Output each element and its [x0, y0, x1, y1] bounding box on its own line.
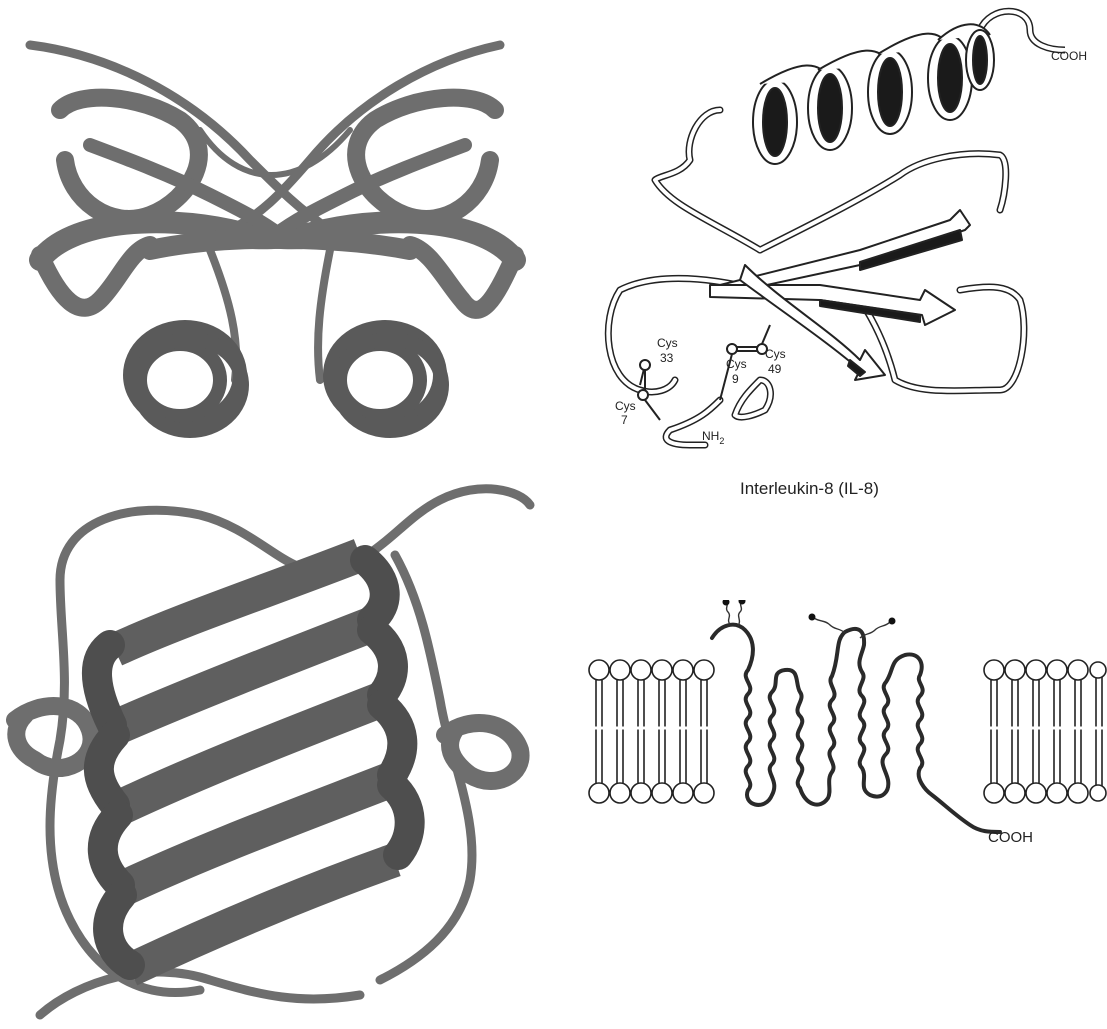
central-strand — [150, 239, 410, 250]
residue-number-label: 9 — [732, 372, 739, 386]
residue-number-label: 49 — [768, 362, 782, 376]
il8-c-terminus-label: COOH — [1051, 49, 1087, 63]
lipid-bilayer-left — [588, 660, 715, 803]
left-twist-1 — [97, 645, 112, 725]
lipid-bilayer-right — [984, 660, 1107, 803]
residue-number-label: 33 — [660, 351, 674, 365]
il8-caption: Interleukin-8 (IL-8) — [740, 479, 879, 499]
il8-n-terminus-subscript: 2 — [719, 436, 724, 446]
left-twist-2 — [99, 735, 115, 805]
glycosylation-sites — [726, 600, 890, 638]
left-twist-3 — [103, 815, 120, 885]
right-twist-4 — [392, 785, 410, 855]
cys9-atom — [727, 344, 737, 354]
right-twist-3 — [382, 705, 402, 775]
residue-name-label: Cys — [726, 357, 747, 371]
loop-top-right — [760, 154, 1006, 250]
dimer-ribbon-drawing — [0, 0, 560, 470]
residue-name-label: Cys — [765, 347, 786, 361]
loop-upper-left — [655, 110, 760, 250]
cys7-atom — [638, 390, 648, 400]
residue-name-label: Cys — [657, 336, 678, 350]
cys33-atom — [640, 360, 650, 370]
il8-schematic-panel: COOH Cys 33 Cys 7 Cys 9 Cys 49 NH2 — [560, 0, 1107, 470]
receptor-membrane-drawing: COOH — [560, 600, 1107, 940]
receptor-membrane-panel: COOH — [560, 600, 1107, 940]
beta-sheet — [710, 210, 970, 380]
il8-n-terminus-label: NH — [702, 429, 719, 443]
receptor-c-terminus-label: COOH — [988, 829, 1033, 846]
beta-sheet-ribbon-drawing — [0, 460, 560, 1029]
beta-strand-3 — [740, 265, 885, 380]
il8-schematic-drawing: COOH Cys 33 Cys 7 Cys 9 Cys 49 NH2 — [560, 0, 1107, 470]
chemokine-dimer-ribbon-panel — [0, 0, 560, 470]
residue-name-label: Cys — [615, 399, 636, 413]
beta-sheet-ribbon-panel — [0, 460, 560, 1029]
glycan-ends — [723, 600, 896, 625]
right-knot — [445, 723, 521, 781]
receptor-polypeptide-chain — [712, 625, 1000, 832]
right-twist-1 — [365, 560, 385, 620]
right-twist-2 — [372, 630, 393, 695]
alpha-helix — [753, 24, 994, 164]
left-knot — [15, 706, 92, 768]
residue-number-label: 7 — [621, 413, 628, 427]
left-twist-4 — [108, 895, 130, 965]
